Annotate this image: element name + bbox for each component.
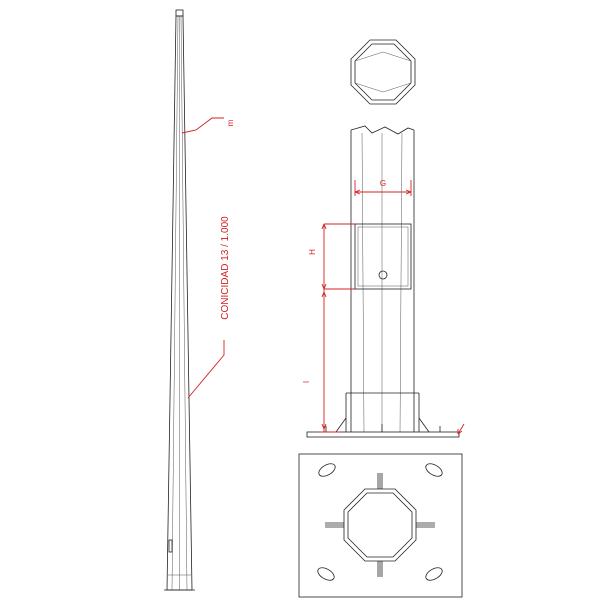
plan-octagon-inner xyxy=(347,492,413,558)
label-conicity: CONICIDAD 13 / 1.000 xyxy=(220,216,231,320)
base-detail xyxy=(306,125,460,438)
pole-facet-lines xyxy=(171,15,188,591)
dim-l: l xyxy=(302,289,340,433)
label-H: H xyxy=(308,249,317,255)
label-G: G xyxy=(380,179,386,188)
plate-pointer xyxy=(457,423,465,435)
dim-G: G xyxy=(354,179,412,196)
plan-octagon-outer xyxy=(343,488,417,562)
plan-gussets xyxy=(325,473,435,577)
plate-outline xyxy=(298,453,463,598)
base-plate-plan xyxy=(298,453,463,598)
base-gussets xyxy=(335,417,430,433)
base-collar xyxy=(345,392,420,432)
octagon-section xyxy=(350,39,416,105)
shaft-break-line xyxy=(350,125,415,135)
octagon-facets xyxy=(354,51,412,93)
label-l: l xyxy=(302,381,311,383)
bolt-hole-top-right xyxy=(425,463,443,477)
handhole-door xyxy=(354,223,412,290)
bolt-hole-top-left xyxy=(318,463,336,477)
conicity-callout: CONICIDAD 13 / 1.000 xyxy=(187,216,231,399)
shaft-facets xyxy=(361,132,403,433)
pole-door-mark xyxy=(168,539,173,553)
pole-elevation xyxy=(164,9,195,591)
octagon-outer xyxy=(350,39,416,105)
door-lock-icon xyxy=(378,270,388,280)
dim-H: H xyxy=(308,223,355,290)
label-m: m xyxy=(226,119,235,126)
octagon-inner xyxy=(354,43,412,101)
m-callout: m xyxy=(181,117,235,134)
pole-top-cap xyxy=(175,9,184,17)
bolt-hole-bottom-left xyxy=(317,567,335,581)
handhole-door-inner xyxy=(357,226,409,287)
shaft-outline xyxy=(350,130,415,432)
anchor-bolts xyxy=(325,426,441,432)
bolt-hole-bottom-right xyxy=(425,567,443,581)
bolt-holes xyxy=(317,463,443,581)
base-plate xyxy=(306,431,460,438)
